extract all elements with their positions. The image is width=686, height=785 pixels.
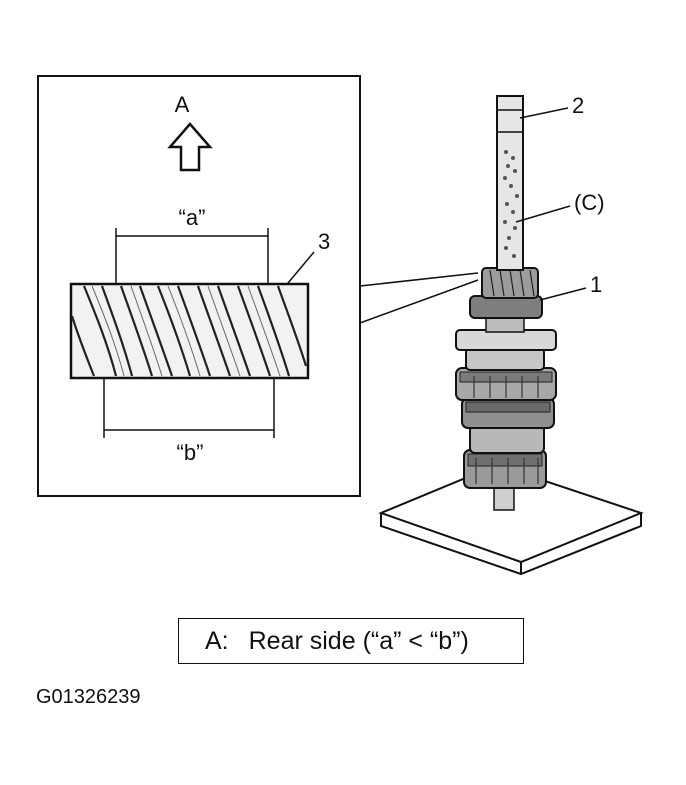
part-label-2: 2: [572, 93, 584, 118]
leader-2: [519, 107, 569, 119]
part-label-1: 1: [590, 272, 602, 297]
part-1-collar: [469, 295, 543, 319]
part-label-3: 3: [318, 229, 330, 254]
grease-area-c: [503, 150, 519, 258]
dimension-a-label: “a”: [179, 205, 206, 230]
up-arrow-icon: [167, 122, 213, 172]
callout-line-bottom: [359, 279, 479, 324]
leader-3: [287, 251, 315, 284]
leader-c: [515, 205, 571, 223]
part-label-c: (C): [574, 190, 605, 215]
leader-1: [539, 287, 587, 301]
figure-code: G01326239: [36, 686, 141, 708]
helical-gear-3: [69, 282, 310, 380]
dimension-b-label: “b”: [177, 440, 204, 465]
gear-stack: [455, 315, 557, 489]
legend-key: A:: [205, 626, 229, 655]
gear-shaft-assembly: 2 (C) 1: [378, 93, 644, 576]
detail-inset: A “a”: [37, 75, 361, 497]
legend-text: Rear side (“a” < “b”): [248, 626, 469, 655]
main-shaft: [496, 95, 524, 271]
callout-line-top: [359, 272, 479, 287]
direction-label: A: [175, 92, 190, 117]
legend-box: A: Rear side (“a” < “b”): [178, 618, 524, 664]
